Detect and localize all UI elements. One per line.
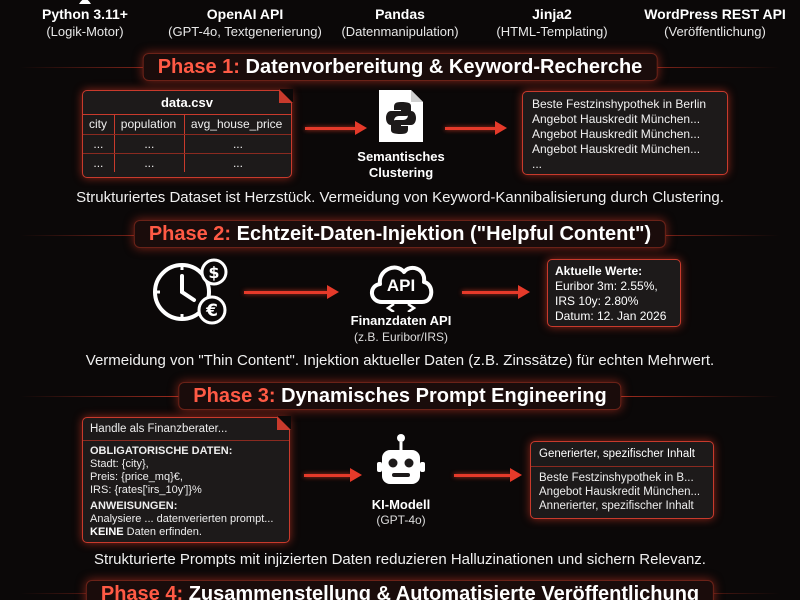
finance-api-sub: (z.B. Euribor/IRS) <box>353 330 449 344</box>
ai-model-sub: (GPT-4o) <box>376 513 426 527</box>
csv-cell: ... <box>114 134 185 154</box>
required-line: Stadt: {city}, <box>90 458 149 470</box>
output-line: Angebot Hauskredit München... <box>539 486 701 498</box>
keyword-item: Angebot Hauskredit München... <box>532 127 701 141</box>
table-row: ... ... ... <box>83 153 291 172</box>
tech-name: Jinja2 <box>532 6 572 22</box>
tech-python: Python 3.11+ (Logik-Motor) <box>0 0 175 40</box>
tech-name: WordPress REST API <box>644 6 786 22</box>
flow-arrow <box>454 468 522 482</box>
required-line: IRS: {rates['irs_10y']}% <box>90 484 202 496</box>
prompt-template-box: Handle als Finanzberater... OBLIGATORISC… <box>82 416 291 543</box>
current-values-box: Aktuelle Werte: Euribor 3m: 2.55%, IRS 1… <box>547 259 681 327</box>
phase-number: Phase 1: <box>157 56 240 78</box>
instructions-line: Analysiere ... datenverierten prompt... <box>90 513 274 525</box>
phase4-header: Phase 4: Zusammenstellung & Automatisier… <box>85 580 715 600</box>
tech-name: Pandas <box>375 6 425 22</box>
phase-number: Phase 2: <box>148 223 232 245</box>
instructions-rest: Daten erfinden. <box>123 526 202 538</box>
csv-cell: ... <box>83 153 115 172</box>
csv-header-cell: avg_house_price <box>184 115 291 135</box>
flow-arrow <box>445 121 507 135</box>
ai-model-label: KI-Modell <box>371 497 431 512</box>
csv-cell: ... <box>184 134 291 154</box>
svg-text:$: $ <box>208 263 219 282</box>
clock-currency-icon: $ € <box>153 258 228 325</box>
csv-table: city population avg_house_price ... ... … <box>83 115 291 172</box>
tech-desc: (Veröffentlichung) <box>664 24 766 39</box>
clustering-label-1: Semantisches <box>357 149 445 164</box>
file-fold <box>277 416 291 430</box>
csv-cell: ... <box>83 134 115 154</box>
cloud-api-icon <box>370 265 434 312</box>
svg-text:€: € <box>205 301 218 321</box>
value-line: Datum: 12. Jan 2026 <box>555 309 667 323</box>
finance-api-label: Finanzdaten API <box>350 313 452 328</box>
tech-desc: (Logik-Motor) <box>46 24 124 39</box>
keyword-item: Beste Festzinshypothek in Berlin <box>532 97 707 111</box>
prompt-head: Handle als Finanzberater... <box>83 423 289 441</box>
instructions-title: ANWEISUNGEN: <box>90 500 178 512</box>
clustering-label-2: Clustering <box>368 165 434 180</box>
flow-arrow <box>305 121 367 135</box>
phase-title: Zusammenstellung & Automatisierte Veröff… <box>188 583 700 600</box>
phase3-header: Phase 3: Dynamisches Prompt Engineering <box>178 382 622 410</box>
file-fold <box>279 89 293 103</box>
values-title: Aktuelle Werte: <box>555 264 643 278</box>
phase-number: Phase 4: <box>100 583 184 600</box>
phase-title: Datenvorbereitung & Keyword-Recherche <box>245 56 643 78</box>
csv-header-cell: population <box>114 115 185 135</box>
api-text: API <box>386 276 416 295</box>
output-title: Generierter, spezifischer Inhalt <box>531 442 713 467</box>
required-title: OBLIGATORISCHE DATEN: <box>90 445 233 457</box>
flow-arrow <box>304 468 362 482</box>
value-line: Euribor 3m: 2.55%, <box>555 279 658 293</box>
phase1-header: Phase 1: Datenvorbereitung & Keyword-Rec… <box>142 53 658 81</box>
robot-icon <box>377 434 425 484</box>
tech-name: Python 3.11+ <box>42 6 128 22</box>
tech-wordpress: WordPress REST API (Veröffentlichung) <box>625 6 800 40</box>
table-row: ... ... ... <box>83 134 291 154</box>
csv-cell: ... <box>114 153 185 172</box>
phase-title: Dynamisches Prompt Engineering <box>281 385 607 407</box>
value-line: IRS 10y: 2.80% <box>555 294 639 308</box>
output-line: Annerierter, spezifischer Inhalt <box>539 500 694 512</box>
tech-desc: (GPT-4o, Textgenerierung) <box>168 24 322 39</box>
generated-content-box: Generierter, spezifischer Inhalt Beste F… <box>530 441 714 519</box>
required-line: Preis: {price_mq}€, <box>90 471 183 483</box>
tech-desc: (Datenmanipulation) <box>341 24 459 39</box>
flow-arrow <box>462 285 530 299</box>
keyword-item: Angebot Hauskredit München... <box>532 112 701 126</box>
phase2-caption: Vermeidung von "Thin Content". Injektion… <box>85 352 715 369</box>
keyword-item: ... <box>532 157 543 171</box>
instructions-rule: KEINE Daten erfinden. <box>90 526 282 539</box>
flow-arrow <box>244 285 339 299</box>
phase2-header: Phase 2: Echtzeit-Daten-Injektion ("Help… <box>133 220 667 248</box>
keyword-item: Angebot Hauskredit München... <box>532 142 701 156</box>
python-icon <box>79 0 91 4</box>
csv-table-box: data.csv city population avg_house_price… <box>82 89 293 178</box>
phase-title: Echtzeit-Daten-Injektion ("Helpful Conte… <box>236 223 652 245</box>
csv-header-cell: city <box>83 115 115 135</box>
instructions-bold: KEINE <box>90 526 124 538</box>
keyword-list-box: Beste Festzinshypothek in Berlin Angebot… <box>522 91 728 175</box>
tech-jinja: Jinja2 (HTML-Templating) <box>462 6 642 40</box>
phase3-caption: Strukturierte Prompts mit injizierten Da… <box>94 551 706 568</box>
tech-openai: OpenAI API (GPT-4o, Textgenerierung) <box>155 6 335 40</box>
tech-pandas: Pandas (Datenmanipulation) <box>310 6 490 40</box>
csv-filename: data.csv <box>83 91 291 115</box>
phase-number: Phase 3: <box>193 385 276 407</box>
phase1-caption: Strukturiertes Dataset ist Herzstück. Ve… <box>76 189 724 206</box>
tech-name: OpenAI API <box>206 6 284 22</box>
python-file-icon <box>379 90 423 142</box>
csv-cell: ... <box>232 155 243 170</box>
tech-desc: (HTML-Templating) <box>496 24 608 39</box>
table-row: city population avg_house_price <box>83 115 291 135</box>
output-line: Beste Festzinshypothek in B... <box>539 472 694 484</box>
